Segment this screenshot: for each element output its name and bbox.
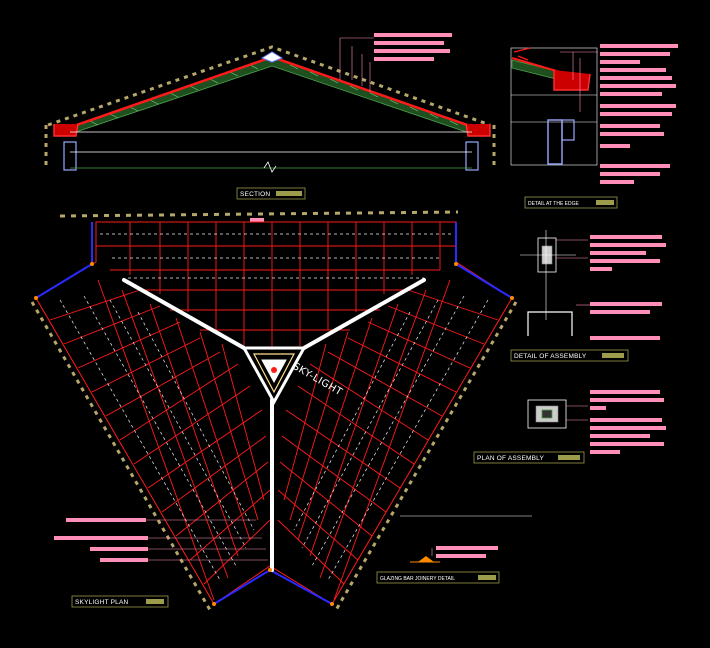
section-insulation-layer bbox=[59, 56, 483, 137]
plan-annotations bbox=[54, 518, 268, 562]
section-note-3 bbox=[374, 49, 450, 53]
joinery-detail bbox=[400, 515, 532, 563]
section-left-support bbox=[63, 141, 77, 171]
plan-right-dotted-edge bbox=[334, 301, 518, 611]
plan-wing-dashes bbox=[59, 295, 489, 581]
plan-perimeter-nodes bbox=[34, 262, 514, 606]
joinery-detail-title: GLAZING BAR JOINERY DETAIL bbox=[380, 576, 455, 582]
edge-detail-title-block: DETAIL AT THE EDGE bbox=[524, 196, 618, 209]
assembly-plan-title-block: PLAN OF ASSEMBLY bbox=[473, 451, 585, 464]
section-note-1 bbox=[374, 33, 452, 37]
plan-central-skylight bbox=[241, 346, 307, 406]
plan-top-marker bbox=[250, 218, 264, 222]
section-note-2 bbox=[374, 41, 444, 45]
edge-detail bbox=[510, 44, 678, 184]
plan-blue-beam-bottom bbox=[213, 568, 333, 605]
section-roof-red bbox=[67, 55, 477, 130]
section-note-4 bbox=[374, 57, 434, 61]
section-ridge-cap bbox=[260, 51, 284, 63]
skylight-label: SKY-LIGHT bbox=[291, 361, 345, 398]
section-left-gutter bbox=[53, 123, 79, 137]
plan-top-grid bbox=[96, 221, 456, 350]
plan-left-wing-grid bbox=[49, 279, 271, 601]
plan-blue-beam-top-right bbox=[455, 222, 513, 299]
plan-top-dashes bbox=[100, 233, 452, 279]
section-break-mark bbox=[263, 161, 277, 173]
plan-blue-beam-top-left bbox=[35, 222, 93, 299]
skylight-plan: SKY-LIGHT bbox=[30, 210, 518, 611]
assembly-plan-title: PLAN OF ASSEMBLY bbox=[477, 455, 544, 462]
edge-detail-title: DETAIL AT THE EDGE bbox=[528, 201, 580, 207]
section-outer-edge bbox=[47, 45, 491, 127]
joinery-title-block: GLAZING BAR JOINERY DETAIL bbox=[376, 571, 500, 584]
section-right-support bbox=[465, 141, 479, 171]
plan-top-edge bbox=[59, 210, 459, 218]
section-drawing bbox=[44, 45, 496, 173]
assembly-plan bbox=[527, 390, 666, 454]
section-title: SECTION bbox=[240, 191, 270, 198]
assembly-detail-title-block: DETAIL OF ASSEMBLY bbox=[510, 349, 629, 362]
section-annotations bbox=[339, 33, 452, 92]
section-right-gutter bbox=[465, 123, 491, 137]
plan-title-block: SKYLIGHT PLAN bbox=[71, 595, 169, 608]
plan-right-wing-grid bbox=[277, 279, 499, 601]
assembly-detail bbox=[520, 230, 666, 340]
plan-main-glazing-bars bbox=[122, 278, 426, 572]
assembly-detail-title: DETAIL OF ASSEMBLY bbox=[514, 353, 587, 360]
plan-title: SKYLIGHT PLAN bbox=[75, 599, 129, 606]
section-title-block: SECTION bbox=[236, 187, 306, 200]
